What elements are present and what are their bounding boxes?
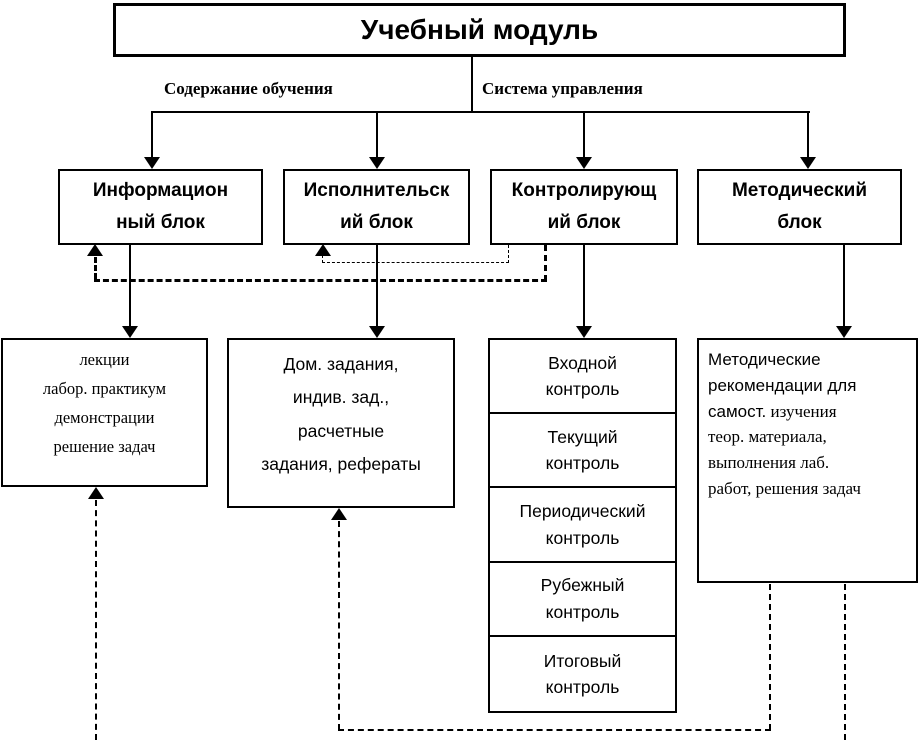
arrow-down-icon — [800, 157, 816, 169]
diagram-title: Учебный модуль — [360, 14, 599, 45]
content-line: выполнения лаб. — [708, 453, 830, 473]
arrow-down-icon — [576, 326, 592, 338]
feedback-method-exec-v1 — [338, 521, 340, 730]
cell-line: Текущий — [547, 427, 618, 448]
cell-line: Входной — [548, 352, 617, 373]
arrow-down-icon — [369, 157, 385, 169]
feedback-bottom-method-v — [844, 584, 846, 740]
content-control-stack: Входной контроль Текущий контроль Период… — [488, 338, 677, 713]
feedback-control-exec-h — [322, 262, 509, 263]
arrow-up-icon — [87, 244, 103, 256]
feedback-control-info-v2 — [94, 257, 97, 279]
block-executive: Исполнительск ий блок — [283, 169, 470, 245]
arrow-up-icon — [88, 487, 104, 499]
cell-line: Рубежный — [540, 575, 625, 596]
feedback-control-info-h — [94, 279, 547, 282]
cell-line: контроль — [545, 601, 620, 622]
block-label-line: ий блок — [547, 212, 621, 233]
connector-method-content — [843, 245, 845, 327]
content-exec-box: Дом. задания, индив. зад., расчетные зад… — [227, 338, 455, 508]
content-line: теор. материала, — [708, 427, 827, 447]
control-cell-entry: Входной контроль — [490, 340, 675, 415]
arrow-up-icon — [315, 244, 331, 256]
block-informational: Информацион ный блок — [58, 169, 263, 245]
content-info-box: лекции лабор. практикум демонстрации реш… — [1, 338, 208, 487]
control-cell-final: Итоговый контроль — [490, 637, 675, 711]
content-line: решение задач — [53, 436, 156, 456]
cell-line: Итоговый — [543, 650, 622, 671]
arrow-down-icon — [122, 326, 138, 338]
content-line: Методические — [708, 350, 821, 369]
control-cell-current: Текущий контроль — [490, 414, 675, 489]
feedback-control-exec-v2 — [322, 255, 323, 263]
cell-line: контроль — [545, 527, 620, 548]
block-label-line: ный блок — [116, 212, 205, 233]
connector-drop-method — [807, 111, 809, 158]
block-methodical: Методический блок — [697, 169, 902, 245]
arrow-down-icon — [369, 326, 385, 338]
cell-line: контроль — [545, 676, 620, 697]
connector-exec-content — [376, 245, 378, 327]
connector-drop-exec — [376, 111, 378, 158]
content-line: Дом. задания, — [283, 354, 399, 374]
connector-drop-info — [151, 111, 153, 158]
block-label-line: ий блок — [340, 212, 413, 233]
arrow-up-icon — [331, 508, 347, 520]
connector-distribution-line — [151, 111, 810, 113]
block-controlling: Контролирующ ий блок — [490, 169, 678, 245]
block-label-line: Методический — [731, 179, 868, 201]
content-line: демонстрации — [54, 407, 155, 427]
feedback-method-exec-v2 — [769, 584, 771, 730]
block-label-line: Информацион — [92, 179, 229, 201]
control-cell-milestone: Рубежный контроль — [490, 563, 675, 637]
branch-label-management: Система управления — [482, 79, 643, 98]
content-line: рекомендации для — [708, 375, 857, 395]
content-line: лекции — [79, 350, 130, 369]
cell-line: контроль — [545, 379, 620, 400]
connector-info-content — [129, 245, 131, 327]
cell-line: контроль — [545, 453, 620, 474]
title-box: Учебный модуль — [113, 3, 846, 57]
content-line: расчетные — [297, 420, 385, 441]
content-method-box: Методические рекомендации для самост. из… — [697, 338, 918, 583]
feedback-control-info-v1 — [544, 245, 547, 281]
feedback-control-exec-v1 — [508, 245, 509, 263]
block-label-line: Контролирующ — [511, 179, 657, 201]
arrow-down-icon — [576, 157, 592, 169]
arrow-down-icon — [836, 326, 852, 338]
cell-line: Периодический — [519, 501, 646, 522]
feedback-method-exec-h — [338, 729, 771, 731]
connector-control-content — [583, 245, 585, 327]
content-line: лабор. практикум — [42, 378, 167, 398]
block-label-line: блок — [777, 212, 822, 233]
control-cell-periodic: Периодический контроль — [490, 488, 675, 563]
content-line: задания, рефераты — [261, 453, 421, 474]
block-label-line: Исполнительск — [303, 179, 450, 201]
content-line: индив. зад., — [292, 387, 390, 408]
content-line: самост. изучения — [708, 401, 837, 421]
feedback-bottom-info-v — [95, 500, 97, 740]
connector-drop-control — [583, 111, 585, 158]
content-line: работ, решения задач — [708, 479, 861, 499]
connector-trunk — [471, 57, 473, 113]
arrow-down-icon — [144, 157, 160, 169]
branch-label-content: Содержание обучения — [164, 79, 333, 98]
